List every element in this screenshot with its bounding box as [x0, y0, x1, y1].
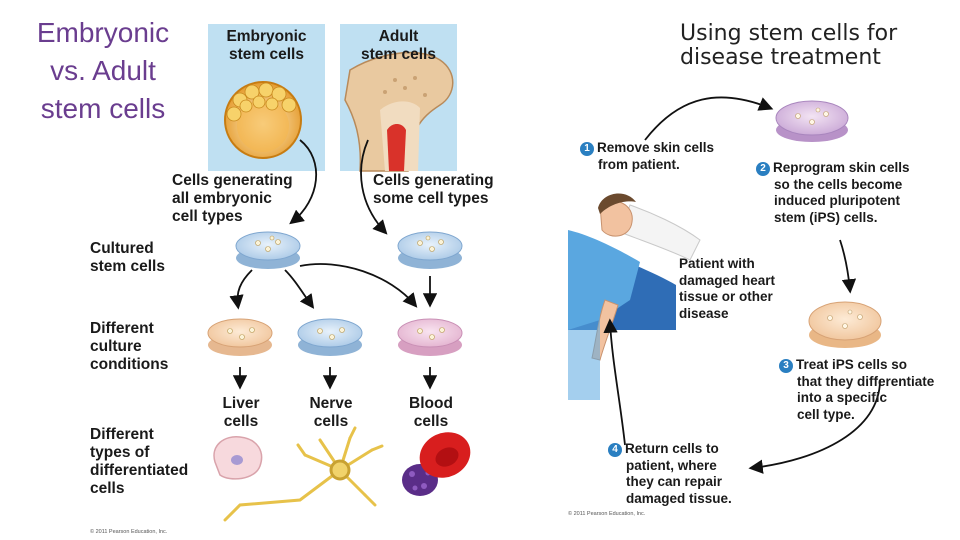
header-adult-stem-cells: Adult stem cells [340, 28, 457, 64]
label-line: types of [90, 444, 150, 461]
label-line: some cell types [373, 190, 489, 207]
label-line: cells [413, 413, 449, 430]
label-line: differentiated [90, 462, 189, 479]
header-line: Embryonic [226, 28, 307, 45]
liver-cell-illustration [213, 436, 263, 480]
cultured-dish-embryonic [235, 231, 301, 269]
label-line: from patient. [598, 156, 680, 172]
nerve-cell-illustration [223, 426, 384, 522]
patient-label: Patient with damaged heart tissue or oth… [679, 256, 775, 322]
right-title-line: disease treatment [680, 45, 881, 70]
label-line: Reprogram skin cells [773, 160, 910, 175]
label-different-culture-conditions: Different culture conditions [90, 320, 168, 374]
label-line: patient, where [626, 457, 717, 473]
bone-illustration [344, 51, 454, 172]
label-line: tissue or other [679, 289, 773, 304]
label-line: damaged tissue. [626, 490, 732, 506]
label-nerve-cells: Nerve cells [304, 395, 358, 431]
label-line: cells [223, 413, 259, 430]
patient-illustration [568, 193, 701, 400]
step-1-badge: 1 [580, 142, 594, 156]
label-line: Cells generating [172, 172, 293, 189]
label-line: Cells generating [373, 172, 494, 189]
step-3-badge: 3 [779, 359, 793, 373]
slide-title-text: Embryonic vs. Adult stem cells [36, 17, 170, 124]
step-4-badge: 4 [608, 443, 622, 457]
label-line: Remove skin cells [597, 140, 715, 155]
header-line: stem cells [361, 46, 436, 63]
label-line: induced pluripotent [774, 193, 900, 208]
header-embryonic-stem-cells: Embryonic stem cells [208, 28, 325, 64]
right-title-line: Using stem cells for [680, 21, 898, 46]
label-line: conditions [90, 356, 169, 373]
label-line: Treat iPS cells so [796, 357, 908, 372]
label-line: Return cells to [625, 441, 719, 456]
label-liver-cells: Liver cells [219, 395, 263, 431]
step-2-badge: 2 [756, 162, 770, 176]
culture-dish-blood [397, 318, 463, 356]
blood-cell-illustration [402, 432, 471, 496]
label-line: into a specific [797, 390, 888, 405]
label-line: Cultured [90, 240, 154, 257]
label-line: damaged heart [679, 272, 776, 288]
culture-dish-nerve [297, 318, 363, 356]
label-differentiated-cell-types: Different types of differentiated cells [90, 426, 188, 498]
label-cells-generating-all: Cells generating all embryonic cell type… [172, 172, 293, 226]
label-line: cells [313, 413, 349, 430]
label-line: they can repair [626, 474, 723, 489]
skin-cell-dish [775, 100, 849, 142]
right-section-title: Using stem cells for disease treatment [680, 22, 897, 70]
label-line: that they differentiate [797, 373, 935, 389]
blastula-illustration [224, 81, 302, 159]
label-cultured-stem-cells: Cultured stem cells [90, 240, 165, 276]
left-copyright: © 2011 Pearson Education, Inc. [90, 529, 168, 535]
label-line: all embryonic [172, 190, 272, 207]
ips-cell-dish [808, 301, 882, 348]
label-line: Different [90, 426, 154, 443]
label-line: disease [679, 305, 729, 321]
label-line: cell type. [797, 406, 855, 422]
label-line: stem cells [90, 258, 165, 275]
label-line: Blood [409, 395, 453, 412]
header-line: stem cells [229, 46, 304, 63]
label-line: so the cells become [774, 176, 903, 192]
label-line: cell types [172, 208, 243, 225]
label-line: Liver [222, 395, 260, 412]
slide-title: Embryonic vs. Adult stem cells [18, 14, 188, 128]
label-blood-cells: Blood cells [404, 395, 458, 431]
label-line: Patient with [679, 256, 755, 271]
header-line: Adult [378, 28, 419, 45]
culture-dish-liver [207, 318, 273, 356]
label-line: culture [90, 338, 142, 355]
label-line: Different [90, 320, 154, 337]
label-line: cells [90, 480, 125, 497]
right-copyright: © 2011 Pearson Education, Inc. [568, 511, 646, 517]
cultured-dish-adult [397, 231, 463, 269]
label-line: stem (iPS) cells. [774, 209, 878, 225]
label-line: Nerve [309, 395, 353, 412]
label-cells-generating-some: Cells generating some cell types [373, 172, 494, 208]
